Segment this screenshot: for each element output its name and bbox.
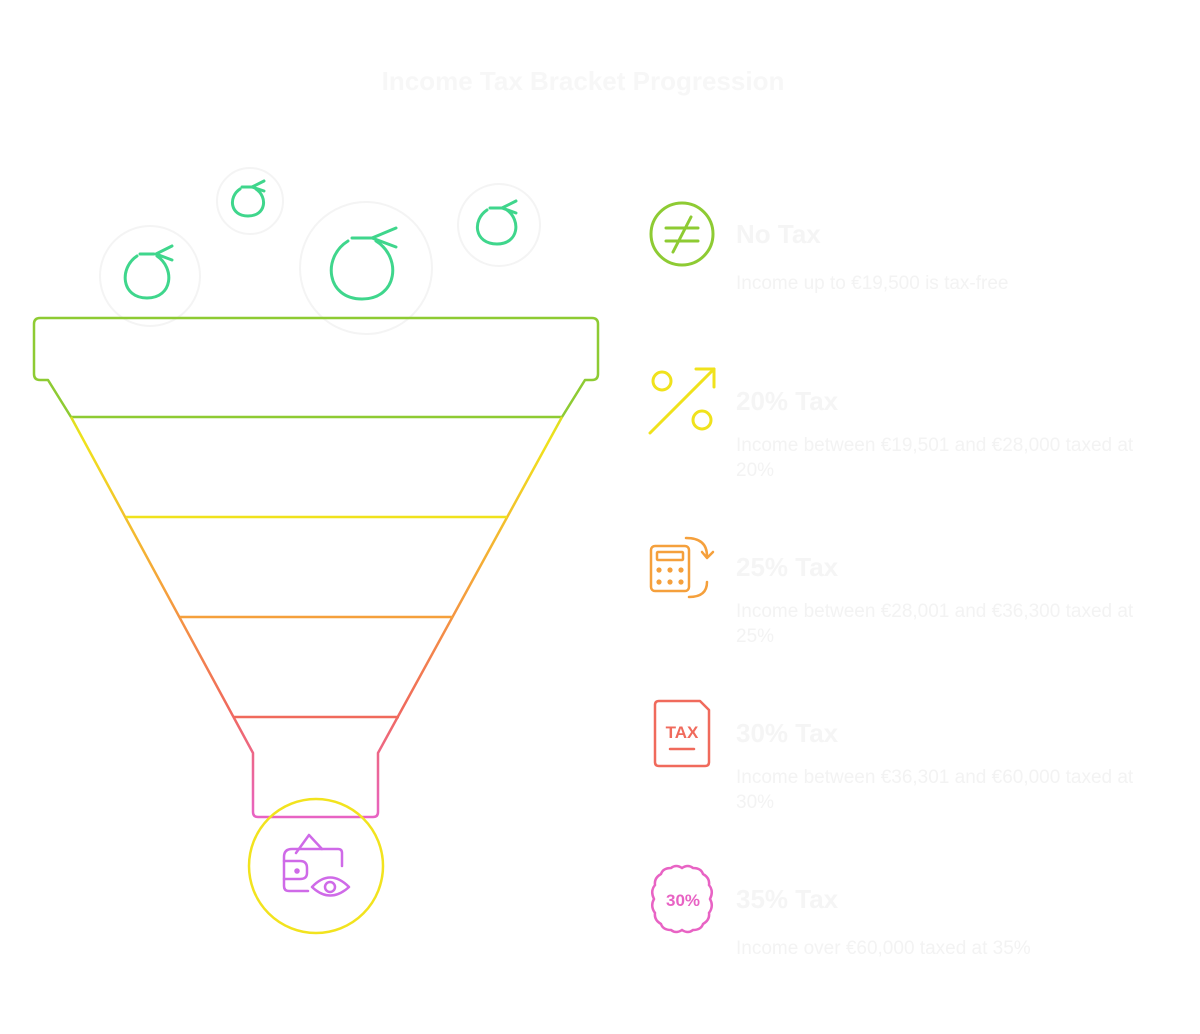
- bracket-title-no-tax: No Tax: [736, 219, 821, 249]
- money-bag-icon: [457, 183, 541, 267]
- tax-doc-label: TAX: [666, 723, 699, 742]
- percent-badge-icon: 30%: [651, 864, 713, 934]
- bracket-title-35: 35% Tax: [736, 884, 839, 914]
- funnel: [32, 316, 600, 819]
- bracket-description-35: Income over €60,000 taxed at 35%: [736, 938, 1031, 959]
- bracket-title-30: 30% Tax: [736, 718, 839, 748]
- bracket-description-no-tax: Income up to €19,500 is tax-free: [736, 273, 1009, 294]
- badge-label: 30%: [666, 891, 700, 910]
- funnel-outline: [69, 416, 564, 819]
- diagram-title: Income Tax Bracket Progression: [381, 66, 785, 96]
- money-bag-icon: [216, 167, 284, 235]
- money-bag-icon: [299, 201, 433, 335]
- tax-document-icon: TAX: [653, 699, 711, 768]
- not-equal-icon: [649, 201, 715, 267]
- bracket-description-25: Income between €28,001 and €36,300 taxed…: [736, 601, 1134, 647]
- bracket-title-20: 20% Tax: [736, 386, 839, 416]
- money-bag-icon: [99, 225, 201, 327]
- wallet-eye-icon: [247, 797, 385, 935]
- bracket-title-25: 25% Tax: [736, 552, 839, 582]
- bracket-description-20: Income between €19,501 and €28,000 taxed…: [736, 435, 1134, 481]
- funnel-rim: [32, 316, 600, 419]
- money-bags: [99, 167, 541, 335]
- percent-up-icon: [648, 367, 716, 435]
- calculator-icon: [649, 536, 715, 599]
- bracket-description-30: Income between €36,301 and €60,000 taxed…: [736, 767, 1134, 813]
